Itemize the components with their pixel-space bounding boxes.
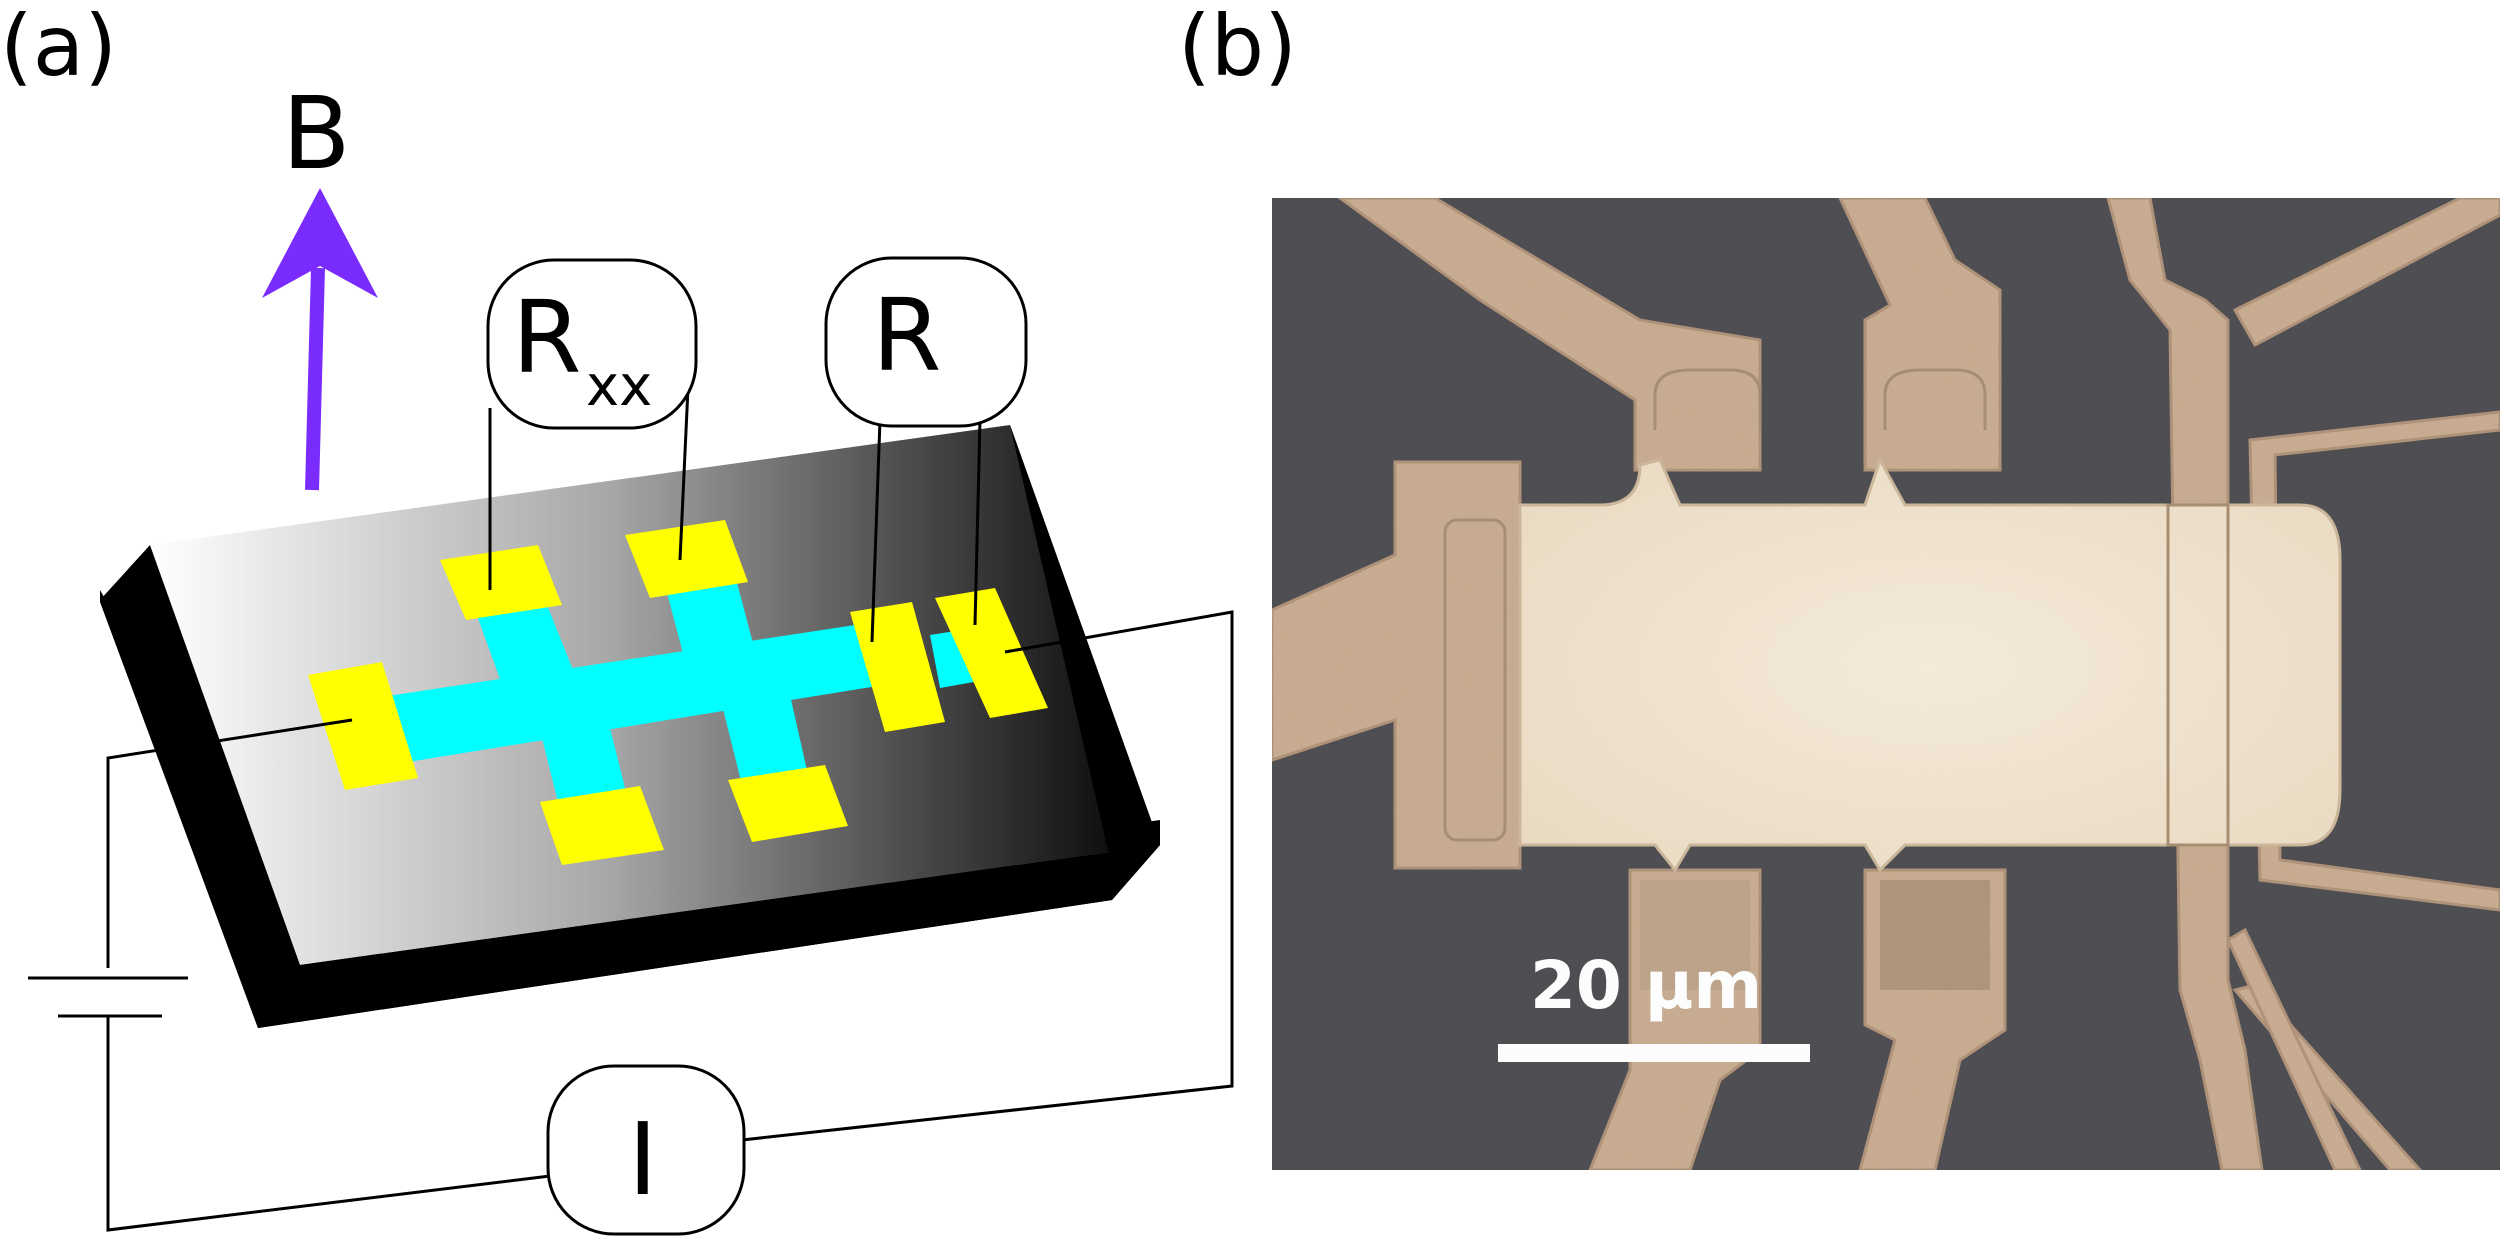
channel-arm-top-left [475,600,585,712]
r-meter-bubble [824,256,1028,428]
scale-bar-line [1498,1044,1810,1062]
r-meter: R [824,256,1028,428]
channel-arm-bottom-left [540,720,628,810]
graphene-flake [1518,456,2342,873]
scale-bar-label: 20 μm [1530,947,1762,1024]
lead-right-diag-bottom-2 [2226,927,2362,1170]
substrate-right-face [1010,425,1160,900]
outline-right-strip [2166,503,2230,847]
panel-a-schematic: (a) B [0,0,1234,1236]
pad-bottom-middle-micro [1880,880,1990,990]
circuit-wires [28,387,1234,1232]
rxx-meter: R xx [486,258,698,430]
magnetic-field-arrow [262,188,378,491]
outline-top-left [1653,368,1762,430]
r-label: R [872,277,941,394]
current-meter-bubble [546,1064,746,1236]
wire-ammeter-to-drain [741,610,1234,1142]
panel-a-label: (a) [0,0,117,95]
contact-pads [308,520,1048,865]
lead-top-middle [1838,198,2002,472]
outline-left [1443,518,1507,842]
pad-top-right [625,520,748,598]
wire-r-right [973,419,982,626]
wire-source-to-battery [106,718,353,968]
channel-arm-top-right [665,575,760,680]
rxx-label: R [512,279,581,396]
pad-bottom-right [728,765,848,842]
wire-rxx-right [678,387,690,561]
field-arrow-head [262,188,378,298]
pad-bottom-left [540,786,664,865]
hall-bar-channel [388,575,985,810]
scale-bar: 20 μm [1498,947,1810,1062]
current-label: I [628,1101,658,1218]
pad-bottom-left-micro [1640,880,1750,990]
current-meter: I [546,1064,746,1236]
contact-outlines [1443,368,2230,847]
substrate-left-face [100,545,300,1028]
wire-battery-to-ammeter [106,1016,551,1232]
wire-r-left [870,419,882,643]
lead-left [1272,460,1522,870]
pad-top-left [440,545,562,620]
panel-b-label: (b) [1178,0,1297,95]
channel-main-bar [388,620,902,762]
channel-arm-bottom-right [722,695,808,785]
micrograph-image: 20 μm [1272,198,2500,1170]
panel-b-micrograph: (b) [1178,0,2500,1170]
lead-right-diag-top [2232,198,2500,348]
rxx-meter-bubble [486,258,698,430]
rxx-subscript: xx [586,354,652,419]
field-label: B [282,75,351,192]
pad-source [308,662,418,790]
substrate-block [100,425,1160,1028]
pad-right-outer [935,588,1048,718]
outline-top-middle [1883,368,1987,430]
substrate-front-face [258,845,1160,1028]
lead-right-frame [2248,410,2500,912]
field-arrow-shaft [305,267,325,491]
